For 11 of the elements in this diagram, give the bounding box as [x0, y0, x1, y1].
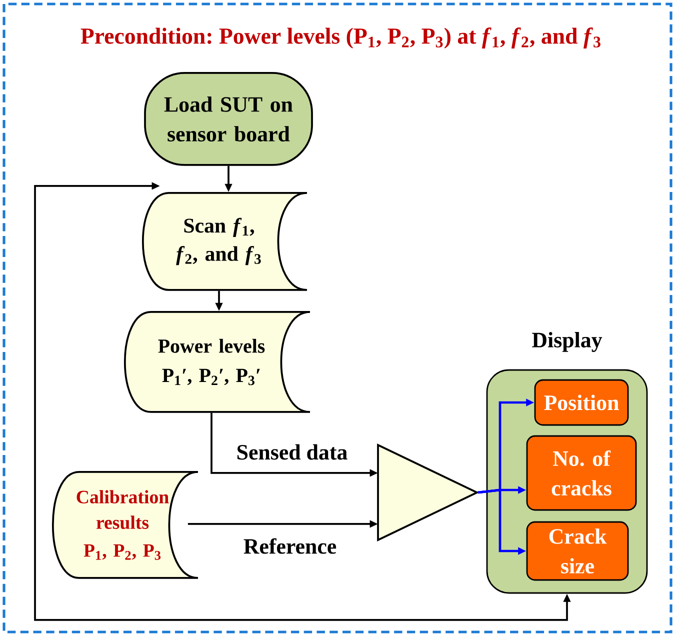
title: Precondition: Power levels (P$_{1}$, P$_{2}$, P$_{3}$) at f$_{1}$, f$_{2}$, and f$_{3}$ [80, 28, 600, 48]
result-box: No. of cracks [526, 435, 637, 511]
stored-data-shape: Scan f$_{1}$, f$_{2}$, and f$_{3}$ [142, 192, 308, 291]
result-box: Crack size [526, 521, 629, 581]
edge-label: Reference [244, 538, 336, 554]
stored-data-shape: Power levels P$_{1}$′, P$_{2}$′, P$_{3}$′ [124, 311, 311, 413]
result-box: Position [534, 379, 629, 426]
terminal-box: Load SUT on sensor board [144, 72, 313, 166]
panel-heading: Display [532, 332, 602, 352]
edge-label: Sensed data [237, 444, 348, 460]
stored-data-shape: Calibration results P$_{1}$, P$_{2}$, P$_{3}$ [52, 471, 199, 579]
